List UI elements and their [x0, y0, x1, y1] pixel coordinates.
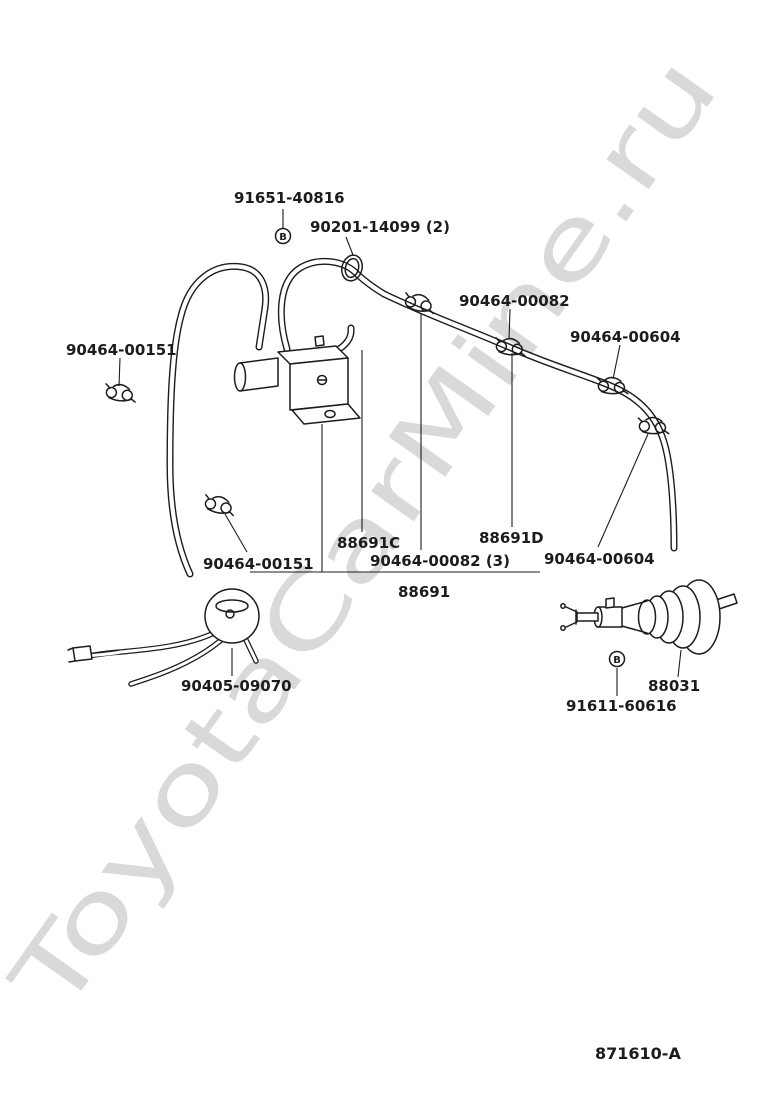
part-label-90464-00082-top: 90464-00082 [459, 292, 570, 310]
vacuum-actuator [560, 579, 738, 655]
circled-b-marker-bottom: B [608, 650, 626, 668]
part-label-91651-40816: 91651-40816 [234, 189, 345, 207]
part-label-90405-09070: 90405-09070 [181, 677, 292, 695]
part-label-90464-00604-top: 90464-00604 [570, 328, 681, 346]
part-label-90464-00151-bottom: 90464-00151 [203, 555, 314, 573]
part-label-88691d: 88691D [479, 529, 544, 547]
circled-b-marker-top: B [274, 227, 292, 245]
part-label-90464-00082-bottom: 90464-00082 (3) [370, 552, 510, 570]
vacuum-hose-left [166, 262, 270, 578]
vsv-valve [233, 335, 361, 425]
diagram-code: 871610-A [595, 1044, 681, 1063]
part-label-88691c: 88691C [337, 534, 400, 552]
circled-b-symbol: B [613, 655, 621, 666]
part-label-90464-00151-left: 90464-00151 [66, 341, 177, 359]
o-ring [341, 254, 363, 282]
part-label-88031: 88031 [648, 677, 700, 695]
leader-lines [118, 209, 682, 696]
vacuum-tank [67, 588, 260, 687]
hose-clip-icon [202, 488, 234, 523]
part-label-90201-14099: 90201-14099 (2) [310, 218, 450, 236]
part-label-88691: 88691 [398, 583, 450, 601]
part-labels: 91651-40816 90201-14099 (2) 90464-00082 … [66, 189, 700, 715]
circled-b-symbol: B [279, 232, 287, 243]
vacuum-hose-main [277, 257, 678, 552]
part-label-91611-60616: 91611-60616 [566, 697, 677, 715]
part-label-90464-00604-bottom: 90464-00604 [544, 550, 655, 568]
